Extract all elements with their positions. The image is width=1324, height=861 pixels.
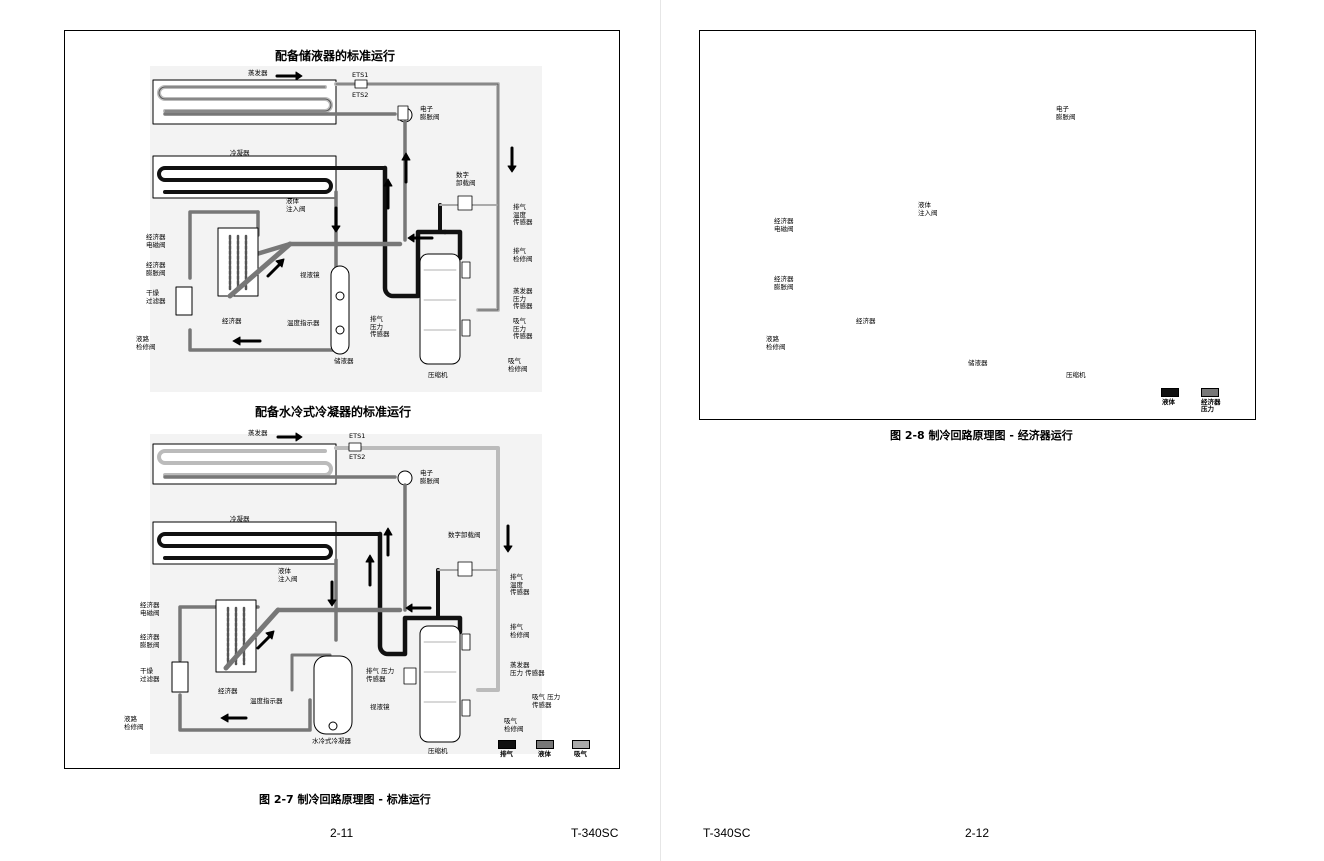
right-page-number: 2-12 [965,826,990,840]
legend-label-economizer-pressure: 经济器 压力 [1201,398,1221,413]
label-temp-indicator: 温度指示器 [250,697,283,705]
label-econ-solenoid: 经济器 电磁阀 [146,233,166,249]
label-compressor: 压缩机 [428,747,448,755]
label-suction-pressure-sensor: 吸气 压力 传感器 [513,317,533,340]
label-expansion-valve: 电子 膨胀阀 [1056,105,1076,121]
label-econ-expansion: 经济器 膨胀阀 [774,275,794,291]
label-ets1: ETS1 [349,432,366,440]
label-sight-glass: 视液镜 [300,271,320,279]
left-page-number: 2-11 [330,826,354,840]
label-ets2: ETS2 [349,453,366,461]
label-liquid-line-valve: 液路 检修阀 [124,715,144,731]
label-economizer: 经济器 [218,687,238,695]
label-condenser: 冷凝器 [230,149,250,157]
label-discharge-temp-sensor: 排气 温度 传感器 [510,573,530,596]
label-discharge-check-valve: 排气 检修阀 [513,247,533,263]
label-evaporator: 蒸发器 [248,429,268,437]
label-evap-pressure-sensor: 蒸发器 压力 传感器 [513,287,533,310]
label-receiver: 储液器 [968,359,988,367]
label-filter-drier: 干燥 过滤器 [140,667,160,683]
label-condenser: 冷凝器 [230,515,250,523]
page-divider [660,0,661,861]
bottom-diagram [150,432,542,754]
legend-label-suction: 吸气 [574,750,587,758]
label-discharge-check-valve: 排气 检修阀 [510,623,530,639]
label-evaporator: 蒸发器 [248,69,268,77]
left-doc-id: T-340SC [571,826,619,840]
label-liquid-injection-valve: 液体 注入阀 [278,567,298,583]
label-evap-pressure-sensor: 蒸发器 压力 传感器 [510,661,545,677]
label-digital-unloader: 数字 卸载阀 [456,171,476,187]
legend-swatch-discharge [498,740,516,749]
top-diagram-title: 配备储液器的标准运行 [275,49,396,63]
label-receiver: 储液器 [334,357,354,365]
label-compressor: 压缩机 [428,371,448,379]
right-figure-frame [699,30,1256,420]
label-digital-unloader: 数字卸载阀 [448,531,481,539]
label-ets1: ETS1 [352,71,369,79]
label-ets2: ETS2 [352,91,369,99]
left-figure-caption: 图 2-7 制冷回路原理图 - 标准运行 [259,793,431,806]
label-suction-check-valve: 吸气 检修阀 [508,357,528,373]
label-econ-solenoid: 经济器 电磁阀 [140,601,160,617]
legend-swatch-economizer-pressure [1201,388,1219,397]
label-filter-drier: 干燥 过滤器 [146,289,166,305]
label-liquid-line-valve: 液路 检修阀 [766,335,786,351]
label-suction-pressure-sensor: 吸气 压力 传感器 [532,693,561,709]
label-liquid-line-valve: 液路 检修阀 [136,335,156,351]
label-discharge-pressure-sensor: 排气 压力 传感器 [370,315,390,338]
legend-label-liquid: 液体 [538,750,551,758]
label-economizer: 经济器 [856,317,876,325]
legend-swatch-liquid [536,740,554,749]
label-economizer: 经济器 [222,317,242,325]
right-doc-id: T-340SC [703,826,751,840]
label-econ-solenoid: 经济器 电磁阀 [774,217,794,233]
top-diagram [150,66,542,392]
label-water-cooled-condenser: 水冷式冷凝器 [312,737,351,745]
label-expansion-valve: 电子 膨胀阀 [420,105,440,121]
legend-swatch-liquid [1161,388,1179,397]
legend-swatch-suction [572,740,590,749]
label-econ-expansion: 经济器 膨胀阀 [140,633,160,649]
label-compressor: 压缩机 [1066,371,1086,379]
legend-label-discharge: 排气 [500,750,513,758]
label-discharge-pressure-sensor: 排气 压力 传感器 [366,667,395,683]
label-discharge-temp-sensor: 排气 温度 传感器 [513,203,533,226]
label-liquid-injection-valve: 液体 注入阀 [286,197,306,213]
right-figure-caption: 图 2-8 制冷回路原理图 - 经济器运行 [890,429,1073,442]
label-suction-check-valve: 吸气 检修阀 [504,717,524,733]
bottom-diagram-title: 配备水冷式冷凝器的标准运行 [255,405,412,419]
legend-label-liquid: 液体 [1162,398,1175,406]
label-sight-glass: 视液镜 [370,703,390,711]
label-expansion-valve: 电子 膨胀阀 [420,469,440,485]
label-econ-expansion: 经济器 膨胀阀 [146,261,166,277]
label-temp-indicator: 温度指示器 [287,319,320,327]
label-liquid-injection-valve: 液体 注入阀 [918,201,938,217]
